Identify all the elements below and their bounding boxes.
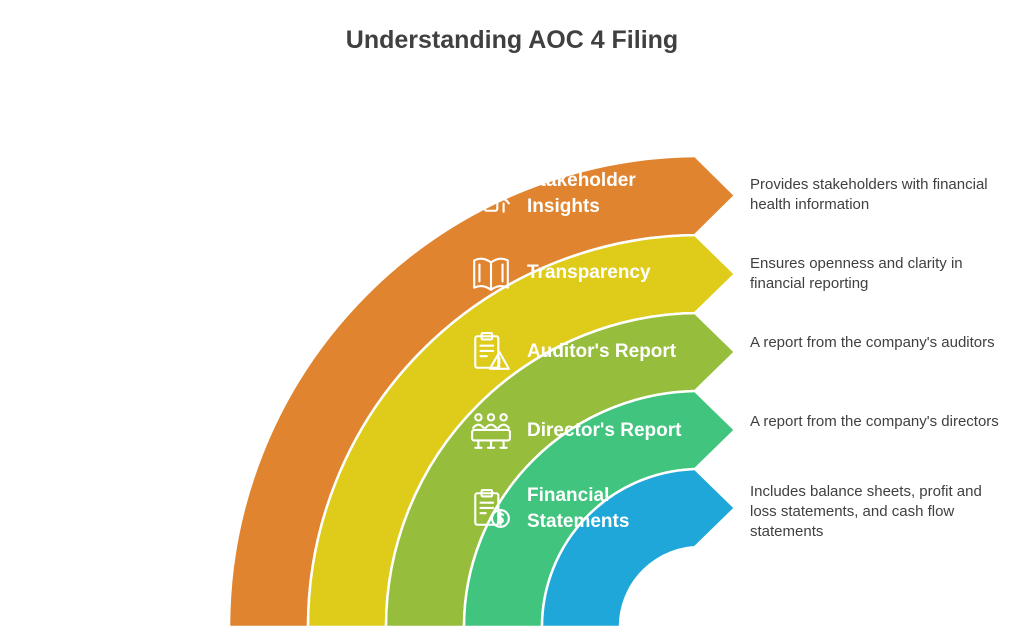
- layer-description-auditors-report: A report from the company's auditors: [750, 334, 995, 351]
- layer-label-auditors-report: Auditor's Report: [527, 341, 677, 362]
- layer-description-directors-report: A report from the company's directors: [750, 413, 999, 430]
- board-meeting-icon: [470, 410, 512, 452]
- stakeholder-meeting-icon: [470, 174, 512, 216]
- layer-label-financial-statements: Financial Statements: [527, 485, 630, 532]
- layer-description-financial-statements: Includes balance sheets, profit and loss…: [750, 483, 982, 540]
- open-book-icon: [470, 252, 512, 294]
- clipboard-warning-icon: [470, 331, 512, 373]
- layer-description-transparency: Ensures openness and clarity in financia…: [750, 255, 963, 292]
- arc-band-financial-statements: [540, 467, 737, 629]
- clipboard-dollar-icon: [470, 488, 512, 530]
- diagram-title: Understanding AOC 4 Filing: [345, 26, 679, 54]
- layer-label-stakeholder-insights: Stakeholder Insights: [527, 170, 636, 217]
- layer-label-transparency: Transparency: [527, 262, 651, 283]
- layer-description-stakeholder-insights: Provides stakeholders with financial hea…: [750, 176, 988, 213]
- layer-label-directors-report: Director's Report: [527, 420, 682, 441]
